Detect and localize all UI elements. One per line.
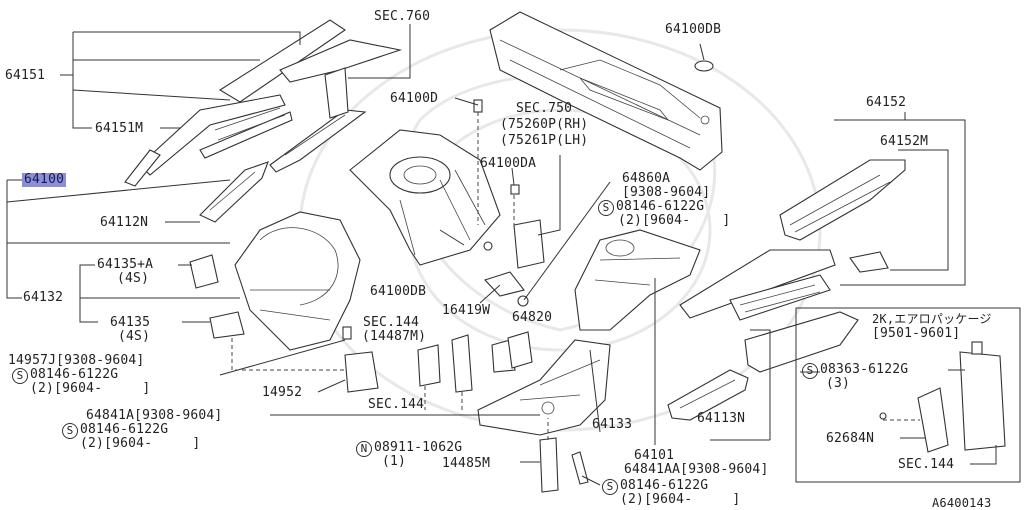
bracket-64820-part [507,331,533,369]
dashed-alignment-lines [231,112,920,440]
label-64100da[interactable]: 64100DA [480,156,537,171]
label-64135a-sub: (4S) [117,271,150,286]
label-64132[interactable]: 64132 [23,290,64,305]
rail-64113n-detail [679,379,736,409]
n-symbol-icon: N [356,441,372,457]
label-16419w[interactable]: 16419W [442,303,491,318]
label-bolt5-sub: (3) [826,376,851,391]
rail-64112n-part [199,109,367,223]
wheel-housing-part [234,211,361,351]
bracket-64135a-part [189,254,219,289]
label-64100db-mid[interactable]: 64100DB [370,284,427,299]
bracket-16419w-part [484,271,525,297]
label-14957j[interactable]: 14957J[9308-9604] [8,353,145,368]
bolt-08363-part [879,412,887,420]
bolt4-number: 08146-6122G [616,199,705,214]
label-64860a[interactable]: 64860A [622,171,671,186]
nut1-number: 08911-1062G [374,440,463,455]
diagram-id: A6400143 [932,496,992,510]
label-62684n[interactable]: 62684N [826,431,875,446]
label-bolt2-sub: (2)[9604- ] [80,436,201,451]
s-symbol-icon: S [12,368,28,384]
label-aero-title: 2K,エアロパッケージ [872,312,992,326]
s-symbol-icon: S [62,423,78,439]
label-sec144-a-sub: (14487M) [362,329,427,344]
label-sec750[interactable]: SEC.750 [516,101,573,116]
label-64152m[interactable]: 64152M [880,134,929,149]
label-64820[interactable]: 64820 [512,310,553,325]
label-64100-highlighted[interactable]: 64100 [22,172,67,187]
label-64100db-top[interactable]: 64100DB [665,22,722,37]
label-14485m[interactable]: 14485M [442,456,491,471]
s-symbol-icon: S [802,363,818,379]
rail-64152-part [779,159,906,273]
label-sec750-lh: (75261P(LH) [500,133,589,148]
cowl-panel-part [489,11,723,171]
bolt-64860a-part [517,295,529,307]
bracket-14952-part [344,351,379,393]
leader-lines [6,24,997,486]
s-symbol-icon: S [602,479,618,495]
label-64860a-date: [9308-9604] [622,185,711,200]
sec144-mount-part [451,334,473,393]
strut-tower-part [349,129,501,266]
label-aero-date: [9501-9601] [872,326,961,341]
label-sec750-rh: (75260P(RH) [500,117,589,132]
sec144-bracket-part [417,344,441,387]
reservoir-62684n-part [917,341,1006,453]
label-64135-sub: (4S) [118,329,151,344]
label-64100d[interactable]: 64100D [390,91,439,106]
bolt3-number: 08146-6122G [620,478,709,493]
side-member-part [679,249,859,373]
label-64135[interactable]: 64135 [110,315,151,330]
bracket-sec750-part [513,219,545,269]
label-sec144-b[interactable]: SEC.144 [368,397,425,412]
label-bolt1-sub: (2)[9604- ] [30,381,151,396]
clip-64100d-part [473,99,483,113]
bolt2-number: 08146-6122G [80,422,169,437]
bolt1-number: 08146-6122G [30,367,119,382]
lower-bracket-64841a-part [477,339,611,436]
label-64112n[interactable]: 64112N [100,215,149,230]
bolt-14957j-part [342,326,352,340]
bolt-lower-part [571,451,589,485]
aero-package-box [795,307,1021,483]
label-64113n[interactable]: 64113N [697,411,746,426]
label-sec144-a[interactable]: SEC.144 [363,315,420,330]
label-64841aa[interactable]: 64841AA[9308-9604] [624,462,769,477]
bracket-sec760-part [324,67,349,119]
label-sec760[interactable]: SEC.760 [374,9,431,24]
label-nut1-sub: (1) [382,454,407,469]
label-64151m[interactable]: 64151M [95,121,144,136]
label-14952[interactable]: 14952 [262,385,303,400]
label-sec144-c[interactable]: SEC.144 [898,457,955,472]
plug-64100db-part [694,60,714,72]
s-symbol-icon: S [598,200,614,216]
bracket-64135-part [209,311,245,339]
label-64152[interactable]: 64152 [866,95,907,110]
label-bolt3-sub: (2)[9604- ] [620,492,741,507]
rail-64113n-part [667,369,749,421]
label-bolt4-sub: (2)[9604- ] [618,213,731,228]
label-64841a[interactable]: 64841A[9308-9604] [86,408,223,423]
label-64133[interactable]: 64133 [592,417,633,432]
label-64101[interactable]: 64101 [634,448,675,463]
bolt5-number: 08363-6122G [820,362,909,377]
apron-64101-part [574,229,701,331]
bracket-14485m-part [539,437,559,493]
grommet-64100db-part [483,241,493,251]
upper-rail-64151-part [124,19,403,187]
label-64135a[interactable]: 64135+A [97,257,154,272]
label-64151[interactable]: 64151 [5,68,46,83]
clip-64100da-part [510,184,520,195]
